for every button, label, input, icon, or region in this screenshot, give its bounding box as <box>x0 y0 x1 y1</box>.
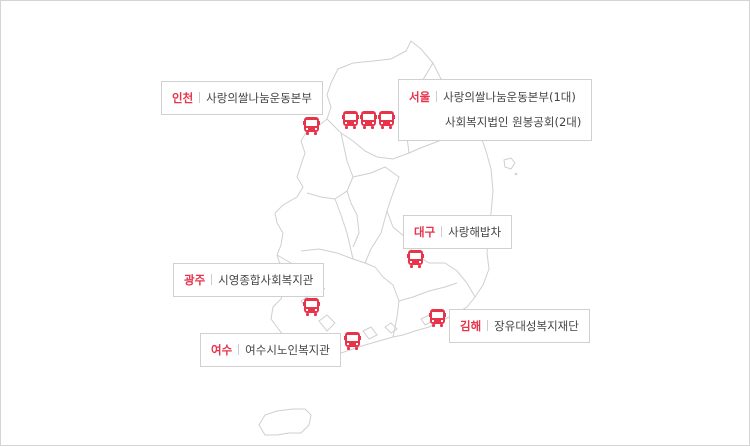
separator <box>436 91 438 102</box>
org-name: 시영종합사회복지관 <box>218 273 314 287</box>
separator <box>487 320 489 331</box>
org-name: 사랑의쌀나눔운동본부(1대) <box>443 90 576 104</box>
org-name: 사회복지법인 원봉공회(2대) <box>445 115 582 129</box>
location-label-yeosu[interactable]: 여수 여수시노인복지관 <box>200 333 341 367</box>
bus-icon[interactable] <box>378 111 395 130</box>
bus-icon[interactable] <box>360 111 377 130</box>
location-label-seoul[interactable]: 서울 사랑의쌀나눔운동본부(1대) 사회복지법인 원봉공회(2대) <box>398 79 593 141</box>
location-label-gimhae[interactable]: 김해 장유대성복지재단 <box>449 309 590 343</box>
city-name: 김해 <box>460 319 482 333</box>
separator <box>211 274 213 285</box>
location-label-gwangju[interactable]: 광주 시영종합사회복지관 <box>173 263 325 297</box>
separator <box>199 92 201 103</box>
city-name: 여수 <box>211 343 233 357</box>
location-label-incheon[interactable]: 인천 사랑의쌀나눔운동본부 <box>161 81 323 115</box>
city-name: 서울 <box>409 90 431 104</box>
org-name: 사랑의쌀나눔운동본부 <box>206 91 312 105</box>
org-name: 사랑해밥차 <box>448 225 502 239</box>
city-name: 대구 <box>414 225 436 239</box>
bus-icon[interactable] <box>303 117 320 136</box>
bus-icon[interactable] <box>303 298 320 317</box>
bus-icon[interactable] <box>407 250 424 269</box>
org-name: 여수시노인복지관 <box>245 343 330 357</box>
org-name: 장유대성복지재단 <box>494 319 579 333</box>
separator <box>441 226 443 237</box>
bus-icon[interactable] <box>344 332 361 351</box>
location-label-daegu[interactable]: 대구 사랑해밥차 <box>403 215 513 249</box>
city-name: 광주 <box>184 273 206 287</box>
separator <box>238 344 240 355</box>
city-name: 인천 <box>172 91 194 105</box>
bus-icon[interactable] <box>429 309 446 328</box>
bus-icon[interactable] <box>342 111 359 130</box>
